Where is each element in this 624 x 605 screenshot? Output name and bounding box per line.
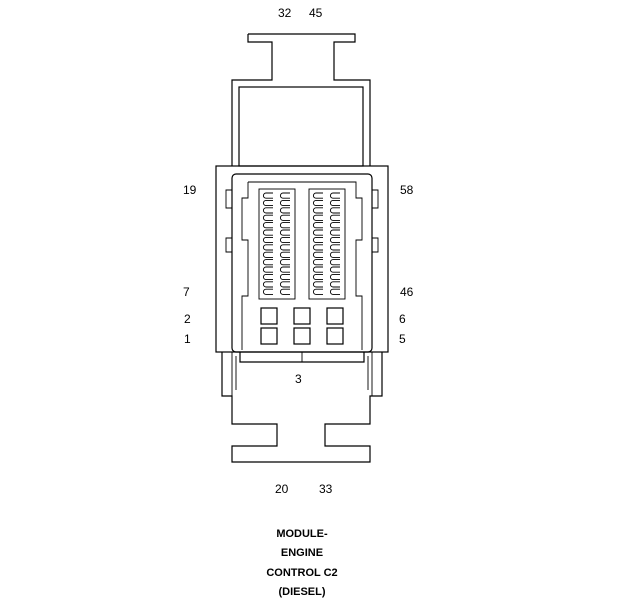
signal-pin-cavity	[263, 214, 273, 221]
pin-label-right-mid: 46	[400, 285, 414, 299]
pin-label-right-1: 5	[399, 332, 406, 346]
title-line-4: (DIESEL)	[278, 586, 325, 598]
signal-pin-cavity	[280, 288, 290, 295]
signal-pin-cavity	[263, 288, 273, 295]
right-key-lower	[372, 237, 379, 253]
signal-pin-cavity	[263, 222, 273, 229]
pin-label-bottom-left: 20	[275, 482, 289, 496]
signal-pin-cavity	[313, 281, 323, 288]
signal-pin-cavity	[263, 236, 273, 244]
signal-pin-cavity	[313, 244, 323, 251]
signal-pin-cavity	[280, 222, 290, 229]
pin-label-center-bottom: 3	[295, 372, 302, 386]
signal-pin-cavity	[313, 229, 323, 236]
signal-pin-array	[263, 192, 340, 295]
power-terminal-4	[293, 307, 311, 325]
signal-pin-cavity	[263, 266, 273, 273]
signal-pin-cavity	[263, 251, 273, 258]
signal-pin-cavity	[330, 288, 340, 295]
pin-block-left	[258, 188, 296, 300]
power-terminal-1	[326, 327, 344, 345]
signal-pin-cavity	[330, 273, 340, 281]
signal-pin-cavity	[313, 273, 323, 281]
signal-pin-cavity	[280, 273, 290, 281]
signal-pin-cavity	[330, 266, 340, 273]
signal-pin-cavity	[313, 288, 323, 295]
signal-pin-cavity	[313, 236, 323, 244]
power-terminal-2	[326, 307, 344, 325]
signal-pin-cavity	[330, 251, 340, 258]
signal-pin-cavity	[330, 259, 340, 266]
power-terminal-5	[260, 327, 278, 345]
signal-pin-cavity	[280, 266, 290, 273]
signal-pin-cavity	[263, 192, 273, 199]
power-terminal-6	[260, 307, 278, 325]
signal-pin-cavity	[330, 214, 340, 221]
signal-pin-cavity	[313, 222, 323, 229]
signal-pin-cavity	[280, 259, 290, 266]
pin-label-right-top: 58	[400, 183, 414, 197]
signal-pin-cavity	[263, 273, 273, 281]
signal-pin-cavity	[280, 199, 290, 207]
pin-label-left-mid: 7	[183, 285, 190, 299]
pin-label-top-left: 32	[278, 6, 292, 20]
power-terminal-3	[293, 327, 311, 345]
signal-pin-cavity	[313, 207, 323, 214]
signal-pin-cavity	[280, 192, 290, 199]
right-key-upper	[372, 189, 379, 209]
top-housing-inner	[238, 86, 364, 167]
signal-pin-cavity	[330, 281, 340, 288]
connector-inner-body	[231, 173, 373, 353]
signal-pin-cavity	[263, 207, 273, 214]
signal-pin-cavity	[263, 259, 273, 266]
signal-pin-cavity	[263, 281, 273, 288]
signal-pin-cavity	[330, 207, 340, 214]
pin-label-left-2: 2	[184, 312, 191, 326]
signal-pin-cavity	[280, 251, 290, 258]
signal-pin-cavity	[313, 199, 323, 207]
signal-pin-cavity	[330, 192, 340, 199]
title-line-2: ENGINE	[281, 547, 323, 559]
pin-label-right-2: 6	[399, 312, 406, 326]
signal-pin-cavity	[330, 244, 340, 251]
signal-pin-cavity	[280, 214, 290, 221]
signal-pin-cavity	[313, 259, 323, 266]
pin-cavity-outline	[241, 181, 363, 350]
signal-pin-cavity	[280, 281, 290, 288]
pin-label-bottom-right: 33	[319, 482, 333, 496]
signal-pin-cavity	[330, 199, 340, 207]
pin-label-top-right: 45	[309, 6, 323, 20]
title-line-1: MODULE-	[276, 528, 328, 540]
left-key-lower	[225, 237, 232, 253]
signal-pin-cavity	[330, 236, 340, 244]
top-latch	[231, 33, 371, 166]
signal-pin-cavity	[280, 207, 290, 214]
pin-label-left-1: 1	[184, 332, 191, 346]
signal-pin-cavity	[313, 192, 323, 199]
left-key-upper	[225, 189, 232, 209]
signal-pin-cavity	[313, 251, 323, 258]
signal-pin-cavity	[280, 236, 290, 244]
signal-pin-cavity	[263, 229, 273, 236]
signal-pin-cavity	[263, 244, 273, 251]
pin-label-left-top: 19	[183, 183, 197, 197]
pin-block-right	[308, 188, 346, 300]
signal-pin-cavity	[330, 222, 340, 229]
lower-skirt	[221, 352, 383, 463]
title-line-3: CONTROL C2	[266, 567, 337, 579]
signal-pin-cavity	[263, 199, 273, 207]
signal-pin-cavity	[280, 229, 290, 236]
signal-pin-cavity	[280, 244, 290, 251]
signal-pin-cavity	[313, 214, 323, 221]
signal-pin-cavity	[330, 229, 340, 236]
signal-pin-cavity	[313, 266, 323, 273]
